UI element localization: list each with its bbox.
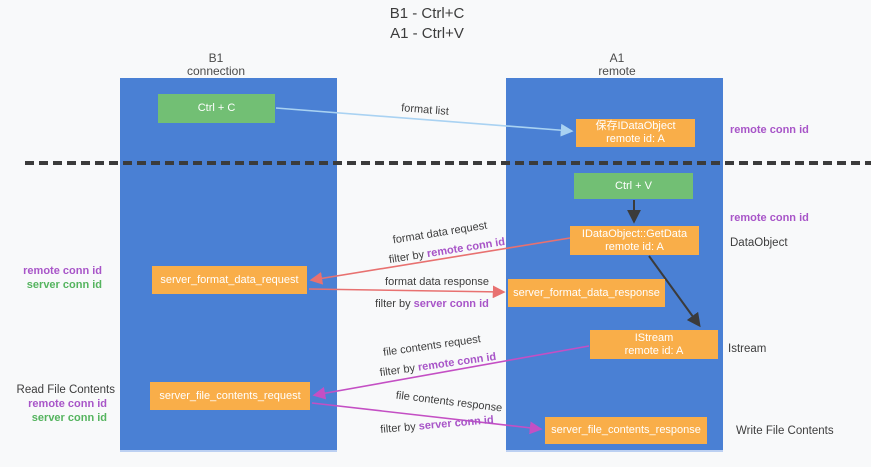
title-line-2: A1 - Ctrl+V xyxy=(390,25,464,42)
file-contents-request-arrow xyxy=(312,345,590,400)
node-server-format-data-request: server_format_data_request xyxy=(152,266,307,294)
node-ctrl-c: Ctrl + C xyxy=(158,94,275,123)
diagram-title: B1 - Ctrl+C A1 - Ctrl+V xyxy=(327,4,527,44)
getdata-to-istream-arrow xyxy=(648,255,701,328)
title-line-1: B1 - Ctrl+C xyxy=(389,5,465,22)
file-contents-response-arrow xyxy=(311,402,543,435)
label-filter-by-text-4: filter by xyxy=(379,420,420,436)
annotation-remote-conn-id-mid: remote conn id xyxy=(730,212,809,224)
annotation-left-server-conn-id-2: server conn id xyxy=(31,412,107,424)
node-getdata-line1: IDataObject::GetData xyxy=(581,227,688,240)
node-format-response-label: server_format_data_response xyxy=(513,286,660,299)
node-ctrl-v-label: Ctrl + V xyxy=(615,179,652,192)
node-server-format-data-response: server_format_data_response xyxy=(508,279,665,307)
node-istream: IStream remote id: A xyxy=(590,330,718,359)
node-save-idataobject-line2: remote id: A xyxy=(606,133,665,145)
lane-b1-subtitle: connection xyxy=(186,64,246,78)
lane-a1-title: A1 xyxy=(609,51,625,65)
node-server-file-contents-response: server_file_contents_response xyxy=(545,417,707,444)
node-format-request-label: server_format_data_request xyxy=(160,273,299,286)
annotation-left-conn-ids-bottom: remote conn id server conn id xyxy=(10,397,107,425)
lane-a1-subtitle: remote xyxy=(598,64,636,78)
label-format-data-response: format data response xyxy=(385,276,489,288)
annotation-left-server-conn-id-1: server conn id xyxy=(26,279,102,291)
annotation-write-file-contents: Write File Contents xyxy=(736,425,834,437)
lane-b1-title: B1 xyxy=(208,51,224,65)
format-data-response-arrow xyxy=(308,285,506,299)
node-server-file-contents-request: server_file_contents_request xyxy=(150,382,310,410)
node-save-idataobject: 保存IDataObject remote id: A xyxy=(576,119,695,147)
annotation-dataobject: DataObject xyxy=(730,237,788,249)
annotation-istream: Istream xyxy=(728,343,767,355)
node-istream-line2: remote id: A xyxy=(624,344,684,357)
node-ctrl-v: Ctrl + V xyxy=(574,173,693,199)
format-data-request-arrow xyxy=(309,237,571,285)
node-idataobject-getdata: IDataObject::GetData remote id: A xyxy=(570,226,699,255)
lane-header-a1: A1 remote xyxy=(517,52,717,78)
annotation-remote-conn-id-top: remote conn id xyxy=(730,124,809,136)
label-filter-by-server-1: filter by server conn id xyxy=(357,297,507,311)
node-file-request-label: server_file_contents_request xyxy=(159,389,301,402)
label-server-conn-id-1: server conn id xyxy=(413,298,489,310)
node-getdata-line2: remote id: A xyxy=(605,240,664,253)
node-file-response-label: server_file_contents_response xyxy=(551,424,701,436)
format-list-arrow xyxy=(275,107,574,137)
label-filter-by-text-2: filter by xyxy=(375,298,414,310)
annotation-read-file-contents: Read File Contents xyxy=(16,384,115,396)
annotation-left-remote-conn-id-1: remote conn id xyxy=(23,265,102,277)
node-save-idataobject-line1: 保存IDataObject xyxy=(595,120,676,132)
annotation-left-conn-ids-top: remote conn id server conn id xyxy=(10,264,102,292)
node-istream-line1: IStream xyxy=(634,331,674,344)
annotation-left-remote-conn-id-2: remote conn id xyxy=(28,398,107,410)
lane-header-b1: B1 connection xyxy=(116,52,316,78)
machine-boundary-dashed-line xyxy=(25,161,871,165)
node-ctrl-c-label: Ctrl + C xyxy=(197,102,236,114)
